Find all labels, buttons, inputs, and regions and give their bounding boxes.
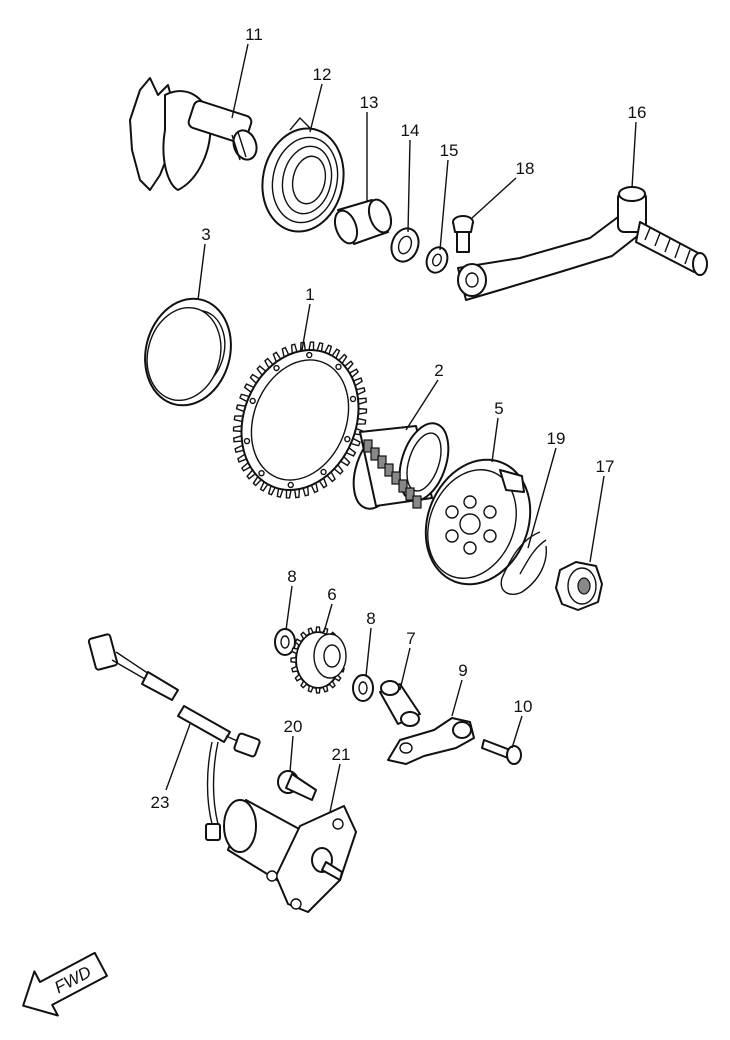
gear-tooth: [290, 656, 297, 664]
callout-9: 9: [458, 661, 467, 680]
gear-tooth: [307, 627, 314, 636]
starter-gear-part: [232, 341, 368, 499]
gear-tooth: [291, 647, 299, 655]
gear-hole: [306, 351, 313, 359]
washer-8b-part: [352, 674, 374, 702]
callout-3: 3: [201, 225, 210, 244]
bracket-part: [387, 717, 475, 765]
cage-window: [370, 447, 380, 461]
callout-23: 23: [151, 793, 170, 812]
callout-6: 6: [327, 585, 336, 604]
callout-16: 15: [440, 141, 459, 160]
gear-tooth: [307, 684, 314, 693]
callout-14: 13: [360, 93, 379, 112]
gear-hole: [243, 437, 251, 445]
gear-tooth: [291, 665, 299, 673]
callout-15: 14: [401, 121, 420, 140]
gear-tooth: [315, 626, 321, 633]
callout-12: 11: [245, 25, 263, 44]
callout-2: 2: [434, 361, 443, 380]
callout-20: 19: [547, 429, 566, 448]
cage-window: [412, 495, 422, 509]
wiring-harness-part: [87, 633, 261, 841]
gear-tooth: [300, 680, 308, 689]
starter-motor-part: [223, 799, 357, 913]
gear-tooth: [294, 638, 303, 647]
gear-hole: [249, 397, 256, 405]
gear-tooth: [315, 687, 321, 694]
callout-10: 10: [514, 697, 533, 716]
gear-tooth: [322, 684, 329, 693]
idler-gear-part: [290, 626, 347, 694]
kick-lever-part: [457, 186, 708, 301]
callout-7: 7: [406, 629, 415, 648]
callout-21: 21: [332, 745, 351, 764]
callout-13: 12: [313, 65, 332, 84]
gear-hole: [349, 395, 357, 403]
callout-1: 1: [305, 285, 314, 304]
gear-hole: [273, 364, 280, 372]
cage-window: [405, 487, 415, 501]
washer-15-part: [390, 227, 420, 263]
forward-direction-arrow: FWD: [22, 951, 108, 1017]
callout-8-upper: 8: [287, 567, 296, 586]
bearing-cage-part: [352, 422, 450, 510]
bolt-10-part: [481, 739, 522, 765]
torsion-spring-part: [261, 116, 345, 233]
kick-shaft-part: [129, 77, 258, 191]
gear-hole: [258, 469, 265, 477]
callout-labels: 11 12 13 14 15 18 16 3 1 2 5 19 17 8 6 8…: [151, 25, 647, 812]
callout-11: 20: [284, 717, 303, 736]
cage-window: [363, 439, 373, 453]
spring-clip-part: [500, 531, 547, 596]
callout-19: 17: [596, 457, 615, 476]
callout-17: 16: [628, 103, 647, 122]
gear-tooth: [300, 631, 308, 640]
callout-5: 5: [494, 399, 503, 418]
cage-window: [398, 479, 408, 493]
seal-ring-part: [144, 297, 232, 407]
idler-shaft-part: [379, 680, 421, 727]
gear-tooth: [328, 680, 336, 689]
cage-window: [391, 471, 401, 485]
gear-tooth: [294, 673, 303, 682]
bolt-11-part: [277, 770, 317, 801]
gear-hole: [287, 481, 294, 489]
cage-window: [384, 463, 394, 477]
clutch-plate-part: [424, 458, 532, 586]
gear-hole: [320, 468, 327, 476]
small-gear-part: [555, 561, 603, 611]
callout-8-lower: 8: [366, 609, 375, 628]
gear-hole: [344, 435, 351, 443]
bolt-18-part: [452, 215, 474, 253]
leader-lines: [165, 43, 637, 813]
callout-18: 18: [516, 159, 535, 178]
gear-hole: [335, 363, 342, 371]
cage-window: [377, 455, 387, 469]
collar-part: [333, 198, 393, 245]
washer-16-part: [425, 246, 449, 274]
